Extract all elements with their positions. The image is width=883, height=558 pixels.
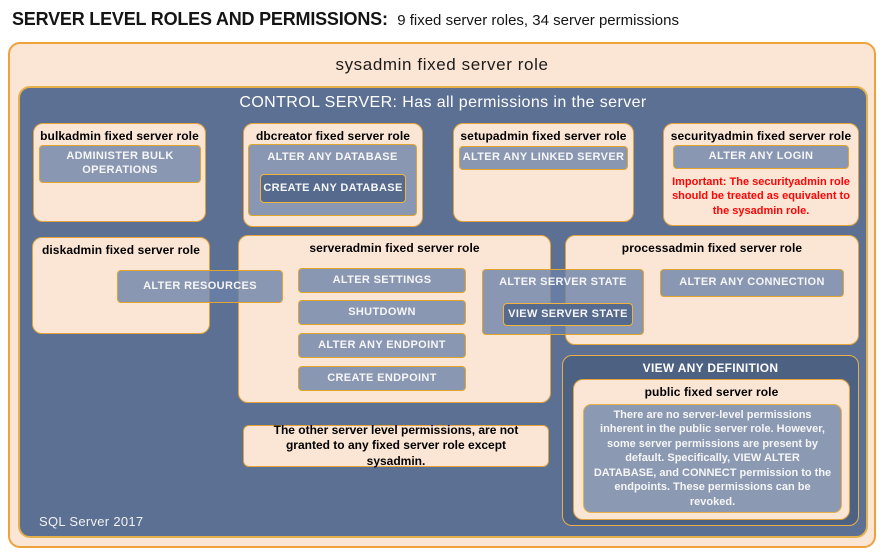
role-box-bulkadmin: bulkadmin fixed server role ADMINISTER B… — [33, 123, 206, 222]
permission-alter-server-state-label: ALTER SERVER STATE — [499, 276, 627, 288]
permission-alter-any-database-label: ALTER ANY DATABASE — [267, 151, 398, 163]
permission-alter-any-login: ALTER ANY LOGIN — [673, 145, 849, 169]
role-title-serveradmin: serveradmin fixed server role — [309, 241, 480, 255]
role-title-setupadmin: setupadmin fixed server role — [460, 129, 627, 143]
permission-view-any-definition-label: VIEW ANY DEFINITION — [642, 361, 779, 375]
role-title-bulkadmin: bulkadmin fixed server role — [40, 129, 199, 143]
sysadmin-role-title: sysadmin fixed server role — [335, 55, 549, 74]
permission-administer-bulk-operations: ADMINISTER BULK OPERATIONS — [39, 145, 201, 183]
permission-alter-any-endpoint: ALTER ANY ENDPOINT — [298, 333, 466, 358]
permission-alter-server-state: ALTER SERVER STATE VIEW SERVER STATE — [482, 269, 644, 335]
permission-alter-resources: ALTER RESOURCES — [117, 270, 283, 303]
permission-alter-any-linked-server: ALTER ANY LINKED SERVER — [459, 146, 628, 170]
role-title-processadmin: processadmin fixed server role — [621, 241, 803, 255]
permission-alter-any-database: ALTER ANY DATABASE CREATE ANY DATABASE — [248, 144, 417, 216]
control-server-box: CONTROL SERVER: Has all permissions in t… — [18, 86, 868, 538]
sysadmin-role-box: sysadmin fixed server role CONTROL SERVE… — [8, 42, 876, 548]
permission-view-any-definition: VIEW ANY DEFINITION public fixed server … — [562, 355, 859, 526]
sql-server-version-label: SQL Server 2017 — [39, 514, 144, 529]
page-title: SERVER LEVEL ROLES AND PERMISSIONS: 9 fi… — [12, 9, 679, 30]
role-box-setupadmin: setupadmin fixed server role ALTER ANY L… — [453, 123, 634, 222]
permission-create-any-database: CREATE ANY DATABASE — [260, 174, 406, 203]
permission-alter-any-connection: ALTER ANY CONNECTION — [660, 269, 844, 297]
permission-shutdown: SHUTDOWN — [298, 300, 466, 325]
role-title-public: public fixed server role — [644, 385, 779, 399]
other-permissions-note: The other server level permissions, are … — [243, 423, 549, 468]
public-role-description: There are no server-level permissions in… — [583, 404, 842, 513]
role-box-dbcreator: dbcreator fixed server role ALTER ANY DA… — [243, 123, 423, 227]
role-box-public: public fixed server role There are no se… — [573, 379, 850, 520]
page-title-sub: 9 fixed server roles, 34 server permissi… — [397, 12, 679, 29]
role-title-securityadmin: securityadmin fixed server role — [670, 129, 852, 143]
permission-create-endpoint: CREATE ENDPOINT — [298, 366, 466, 391]
role-title-diskadmin: diskadmin fixed server role — [41, 243, 201, 257]
role-title-dbcreator: dbcreator fixed server role — [255, 129, 411, 143]
permission-alter-settings: ALTER SETTINGS — [298, 268, 466, 293]
role-box-securityadmin: securityadmin fixed server role ALTER AN… — [663, 123, 859, 226]
permission-view-server-state: VIEW SERVER STATE — [503, 303, 633, 326]
control-server-title: CONTROL SERVER: Has all permissions in t… — [239, 94, 647, 111]
page-title-main: SERVER LEVEL ROLES AND PERMISSIONS: — [12, 9, 388, 29]
securityadmin-warning-text: Important: The securityadmin role should… — [672, 176, 850, 217]
